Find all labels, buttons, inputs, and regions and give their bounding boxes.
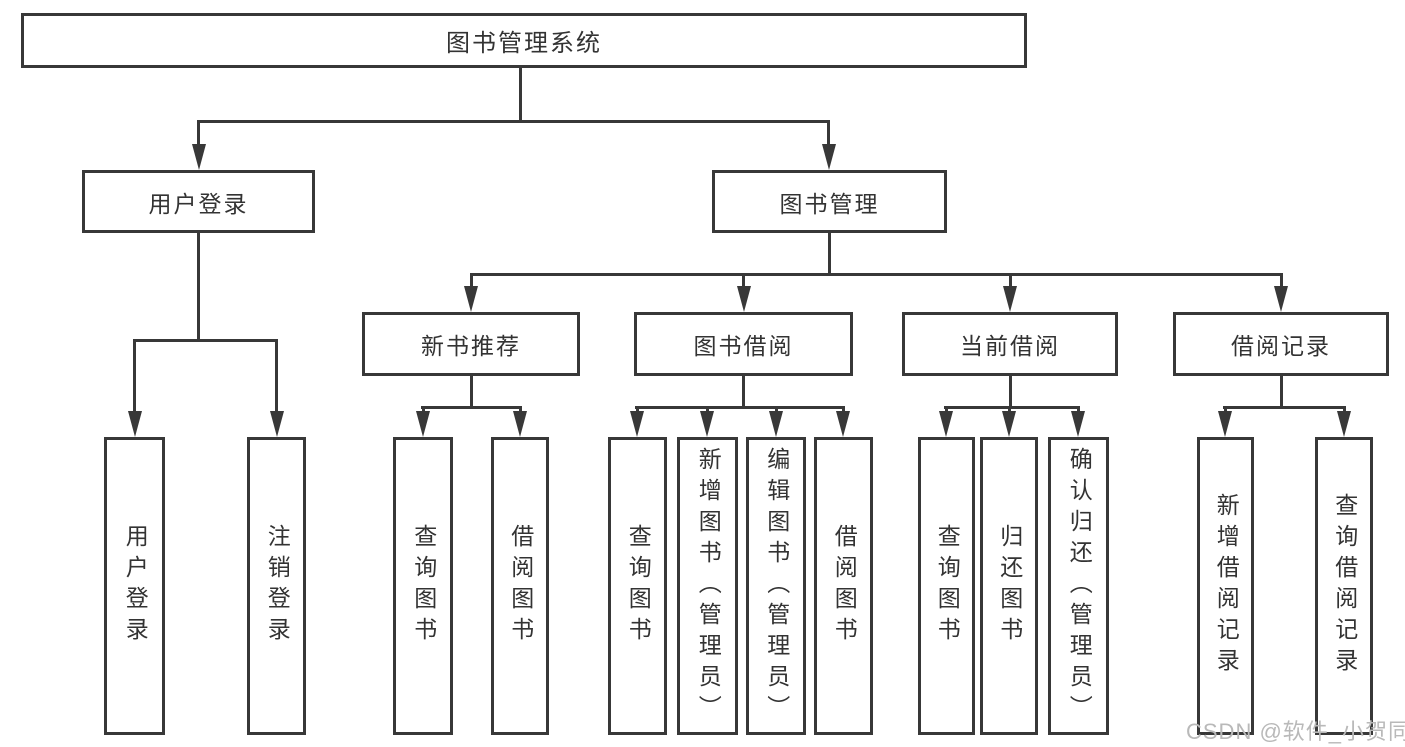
arrow-down-icon bbox=[769, 411, 783, 437]
leaf-add-book-admin-label: 新增图书（管理员） bbox=[695, 446, 722, 726]
node-new-book-recommend-label: 新书推荐 bbox=[421, 333, 521, 359]
leaf-query-borrow-record-label: 查询借阅记录 bbox=[1331, 493, 1358, 679]
node-root: 图书管理系统 bbox=[21, 13, 1027, 68]
leaf-current-query-label: 查询图书 bbox=[934, 524, 961, 648]
node-borrow-records-label: 借阅记录 bbox=[1231, 333, 1331, 359]
connector-line bbox=[944, 406, 1080, 409]
node-borrow-records: 借阅记录 bbox=[1173, 312, 1389, 376]
connector-line bbox=[470, 273, 1282, 276]
connector-line bbox=[1008, 406, 1011, 413]
leaf-add-borrow-record: 新增借阅记录 bbox=[1197, 437, 1254, 735]
connector-line bbox=[742, 376, 745, 409]
node-book-management-label: 图书管理 bbox=[779, 190, 880, 217]
connector-line bbox=[827, 120, 830, 148]
leaf-user-login-label: 用户登录 bbox=[122, 524, 149, 648]
arrow-down-icon bbox=[1274, 286, 1288, 312]
arrow-down-icon bbox=[192, 144, 206, 170]
node-book-management: 图书管理 bbox=[712, 170, 947, 233]
connector-line bbox=[1009, 273, 1012, 288]
connector-line bbox=[275, 339, 278, 413]
connector-line bbox=[197, 120, 830, 123]
arrow-down-icon bbox=[836, 411, 850, 437]
leaf-return-book-label: 归还图书 bbox=[996, 524, 1023, 648]
leaf-borrow-book-label: 借阅图书 bbox=[831, 524, 858, 648]
arrow-down-icon bbox=[700, 411, 714, 437]
connector-line bbox=[842, 406, 845, 413]
connector-line bbox=[706, 406, 709, 413]
arrow-down-icon bbox=[1071, 411, 1085, 437]
arrow-down-icon bbox=[1337, 411, 1351, 437]
connector-line bbox=[775, 406, 778, 413]
leaf-newbook-query-label: 查询图书 bbox=[410, 524, 437, 648]
leaf-edit-book-admin-label: 编辑图书（管理员） bbox=[763, 446, 790, 726]
connector-line bbox=[945, 406, 948, 413]
connector-line bbox=[197, 233, 200, 342]
leaf-borrow-query-label: 查询图书 bbox=[625, 524, 652, 648]
leaf-logout: 注销登录 bbox=[247, 437, 306, 735]
connector-line bbox=[133, 339, 278, 342]
leaf-edit-book-admin: 编辑图书（管理员） bbox=[746, 437, 806, 735]
leaf-borrow-query: 查询图书 bbox=[608, 437, 667, 735]
node-current-borrow: 当前借阅 bbox=[902, 312, 1118, 376]
node-book-borrow: 图书借阅 bbox=[634, 312, 853, 376]
connector-line bbox=[133, 339, 136, 413]
leaf-query-borrow-record: 查询借阅记录 bbox=[1315, 437, 1373, 735]
node-user-login: 用户登录 bbox=[82, 170, 315, 233]
leaf-newbook-borrow: 借阅图书 bbox=[491, 437, 549, 735]
connector-line bbox=[1280, 376, 1283, 409]
leaf-logout-label: 注销登录 bbox=[264, 524, 291, 648]
node-user-login-label: 用户登录 bbox=[148, 190, 249, 217]
connector-line bbox=[1224, 406, 1227, 413]
leaf-borrow-book: 借阅图书 bbox=[814, 437, 873, 735]
leaf-add-borrow-record-label: 新增借阅记录 bbox=[1213, 493, 1240, 679]
arrow-down-icon bbox=[1218, 411, 1232, 437]
leaf-confirm-return-admin: 确认归还（管理员） bbox=[1048, 437, 1109, 735]
node-new-book-recommend: 新书推荐 bbox=[362, 312, 580, 376]
arrow-down-icon bbox=[1002, 411, 1016, 437]
connector-line bbox=[519, 66, 522, 123]
leaf-current-query: 查询图书 bbox=[918, 437, 975, 735]
connector-line bbox=[470, 273, 473, 288]
connector-line bbox=[742, 273, 745, 288]
leaf-newbook-query: 查询图书 bbox=[393, 437, 453, 735]
leaf-newbook-borrow-label: 借阅图书 bbox=[507, 524, 534, 648]
connector-line bbox=[519, 406, 522, 413]
arrow-down-icon bbox=[737, 286, 751, 312]
arrow-down-icon bbox=[939, 411, 953, 437]
connector-line bbox=[197, 120, 200, 148]
arrow-down-icon bbox=[464, 286, 478, 312]
connector-line bbox=[636, 406, 639, 413]
node-current-borrow-label: 当前借阅 bbox=[960, 333, 1060, 359]
connector-line bbox=[1343, 406, 1346, 413]
connector-line bbox=[1223, 406, 1346, 409]
connector-line bbox=[1009, 376, 1012, 409]
arrow-down-icon bbox=[630, 411, 644, 437]
connector-line bbox=[1280, 273, 1283, 288]
connector-line bbox=[470, 376, 473, 409]
arrow-down-icon bbox=[513, 411, 527, 437]
node-root-label: 图书管理系统 bbox=[446, 30, 602, 57]
connector-line bbox=[828, 233, 831, 276]
csdn-watermark: CSDN @软件_小贺同学 bbox=[1186, 719, 1405, 744]
arrow-down-icon bbox=[128, 411, 142, 437]
arrow-down-icon bbox=[822, 144, 836, 170]
arrow-down-icon bbox=[270, 411, 284, 437]
node-book-borrow-label: 图书借阅 bbox=[693, 333, 794, 359]
connector-line bbox=[635, 406, 845, 409]
connector-line bbox=[421, 406, 521, 409]
leaf-return-book: 归还图书 bbox=[980, 437, 1038, 735]
connector-line bbox=[422, 406, 425, 413]
leaf-add-book-admin: 新增图书（管理员） bbox=[677, 437, 738, 735]
connector-line bbox=[1077, 406, 1080, 413]
leaf-user-login: 用户登录 bbox=[104, 437, 165, 735]
arrow-down-icon bbox=[1003, 286, 1017, 312]
arrow-down-icon bbox=[416, 411, 430, 437]
leaf-confirm-return-admin-label: 确认归还（管理员） bbox=[1066, 446, 1093, 726]
